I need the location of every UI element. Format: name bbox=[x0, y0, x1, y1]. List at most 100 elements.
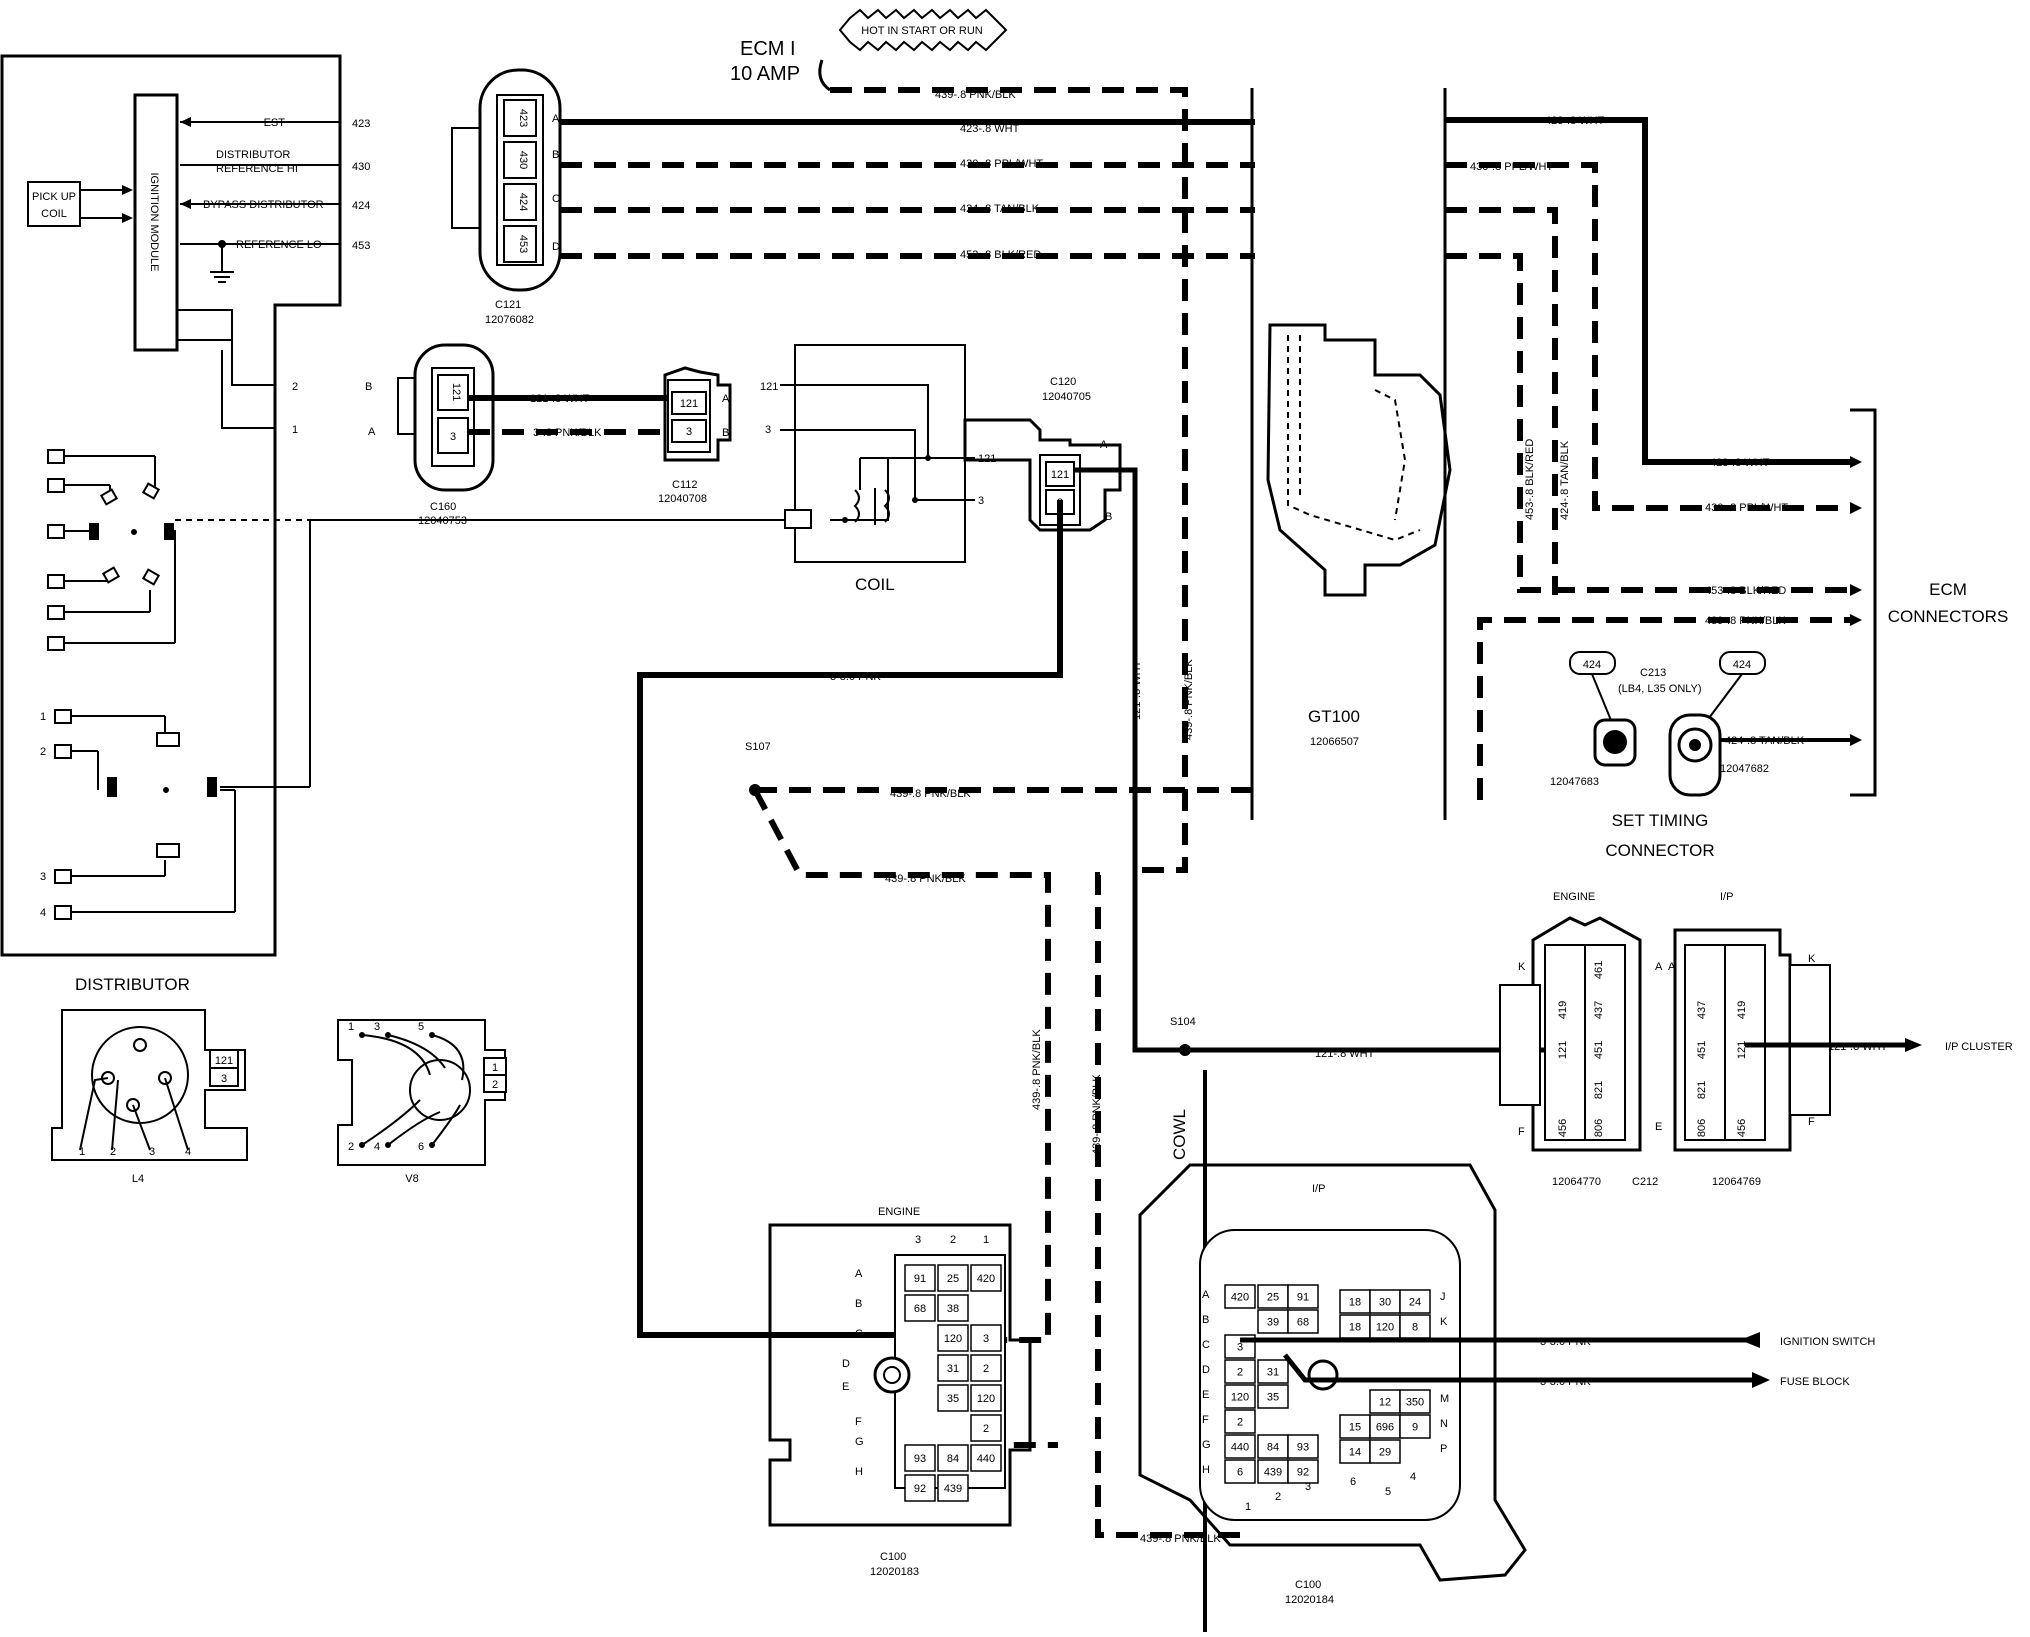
c100-engine-pin-label: 38 bbox=[947, 1303, 959, 1315]
svg-text:121: 121 bbox=[680, 398, 698, 410]
c100-engine-pin-label: 120 bbox=[944, 1333, 962, 1345]
svg-text:424-.8 TAN/BLK: 424-.8 TAN/BLK bbox=[1559, 440, 1571, 520]
c100-engine-pin-label: 2 bbox=[983, 1363, 989, 1375]
svg-text:456: 456 bbox=[1557, 1119, 1569, 1137]
c100-ip-right-pin-cell bbox=[1399, 1414, 1431, 1439]
svg-text:3: 3 bbox=[915, 1234, 921, 1246]
svg-text:430-.8 PPL/WHT: 430-.8 PPL/WHT bbox=[960, 158, 1043, 170]
connector-c112: 121 3 A B C112 12040708 bbox=[658, 366, 732, 505]
svg-text:3: 3 bbox=[450, 431, 456, 443]
svg-text:B: B bbox=[722, 427, 729, 439]
c100-ip-left-pin-label: 2 bbox=[1237, 1417, 1243, 1429]
svg-text:439-.8 PNK/BLK: 439-.8 PNK/BLK bbox=[1031, 1029, 1043, 1110]
c100-engine-pin-label: 25 bbox=[947, 1273, 959, 1285]
svg-text:C120: C120 bbox=[1050, 376, 1076, 388]
svg-text:121: 121 bbox=[215, 1055, 233, 1067]
svg-text:REFERENCE LO: REFERENCE LO bbox=[236, 239, 322, 251]
svg-text:BYPASS DISTRIBUTOR: BYPASS DISTRIBUTOR bbox=[203, 199, 324, 211]
c100-engine-pin-label: 93 bbox=[914, 1453, 926, 1465]
svg-text:424-.8 TAN/BLK: 424-.8 TAN/BLK bbox=[1725, 735, 1805, 747]
svg-text:4: 4 bbox=[374, 1141, 380, 1153]
svg-text:424: 424 bbox=[1733, 659, 1751, 671]
svg-text:I/P: I/P bbox=[1720, 891, 1733, 903]
c100-engine-pin-cell bbox=[970, 1384, 1002, 1412]
c100-ip-row-C: C bbox=[1202, 1339, 1210, 1351]
svg-text:C213: C213 bbox=[1640, 667, 1666, 679]
c100-ip-right-N: N bbox=[1440, 1418, 1448, 1430]
c100-ip-right-pin-label: 696 bbox=[1376, 1422, 1394, 1434]
svg-text:1: 1 bbox=[983, 1234, 989, 1246]
svg-text:B: B bbox=[365, 381, 372, 393]
svg-text:451: 451 bbox=[1593, 1041, 1605, 1059]
svg-text:430-.8 PPL/WHT: 430-.8 PPL/WHT bbox=[1705, 502, 1788, 514]
svg-text:3-3.0 PNK: 3-3.0 PNK bbox=[1540, 1336, 1591, 1348]
coil-label: COIL bbox=[855, 575, 895, 594]
svg-text:121: 121 bbox=[450, 383, 462, 401]
svg-text:A: A bbox=[1655, 961, 1663, 973]
c100-ip-right-pin-cell bbox=[1399, 1289, 1431, 1314]
pickup-coil bbox=[27, 181, 81, 227]
svg-text:419: 419 bbox=[1557, 1001, 1569, 1019]
svg-text:121: 121 bbox=[1557, 1041, 1569, 1059]
c100-ip-left-pin-cell bbox=[1287, 1459, 1319, 1484]
svg-text:821: 821 bbox=[1696, 1081, 1708, 1099]
svg-text:B: B bbox=[1105, 511, 1112, 523]
svg-text:453-.8 BLK/RED: 453-.8 BLK/RED bbox=[1524, 439, 1536, 520]
connector-c213: 424 424 C213 (LB4, L35 ONLY) 12047683 12… bbox=[1550, 651, 1769, 860]
svg-text:439-.8 PNK/BLK: 439-.8 PNK/BLK bbox=[1140, 1533, 1221, 1545]
c100-engine-pin-label: 68 bbox=[914, 1303, 926, 1315]
c100-engine-pin-label: 31 bbox=[947, 1363, 959, 1375]
svg-text:1: 1 bbox=[40, 711, 46, 723]
svg-text:121-.8 WHT: 121-.8 WHT bbox=[1315, 1048, 1375, 1060]
c100-ip-left-pin-cell bbox=[1287, 1434, 1319, 1459]
svg-text:423-.8 WHT: 423-.8 WHT bbox=[1710, 457, 1770, 469]
svg-text:I/P: I/P bbox=[1312, 1183, 1325, 1195]
c100-ip-row-F: F bbox=[1202, 1414, 1209, 1426]
svg-text:451: 451 bbox=[1696, 1041, 1708, 1059]
module-signal-est: EST 423 bbox=[180, 117, 370, 130]
svg-text:12040705: 12040705 bbox=[1042, 391, 1091, 403]
svg-text:2: 2 bbox=[492, 1079, 498, 1091]
svg-text:453: 453 bbox=[352, 240, 370, 252]
svg-text:DISTRIBUTOR: DISTRIBUTOR bbox=[216, 149, 290, 161]
c100-ip-left-pin-label: 31 bbox=[1267, 1367, 1279, 1379]
svg-text:1: 1 bbox=[492, 1062, 498, 1074]
svg-text:A: A bbox=[552, 113, 560, 125]
c100-ip-left-pin-label: 3 bbox=[1237, 1342, 1243, 1354]
c100-engine-row-B: B bbox=[855, 1298, 862, 1310]
distributor-title: DISTRIBUTOR bbox=[75, 975, 190, 994]
svg-text:E: E bbox=[1655, 1121, 1662, 1133]
svg-text:C160: C160 bbox=[430, 501, 456, 513]
svg-text:121-.8 WHT: 121-.8 WHT bbox=[1828, 1041, 1888, 1053]
wire-3-ignition-switch: 3-3.0 PNK IGNITION SWITCH bbox=[1240, 1332, 1875, 1348]
svg-text:12047682: 12047682 bbox=[1720, 763, 1769, 775]
c100-ip-left-pin-cell bbox=[1224, 1284, 1256, 1309]
c100-ip-right-pin-cell bbox=[1369, 1439, 1401, 1464]
svg-text:3: 3 bbox=[149, 1146, 155, 1158]
c100-ip-bottom-6: 6 bbox=[1350, 1476, 1356, 1488]
svg-text:424: 424 bbox=[517, 193, 529, 211]
svg-text:430: 430 bbox=[352, 161, 370, 173]
c100-engine-pin-cell bbox=[937, 1444, 969, 1472]
svg-text:I/P CLUSTER: I/P CLUSTER bbox=[1945, 1041, 2013, 1053]
svg-text:3-3.0 PNK: 3-3.0 PNK bbox=[1540, 1376, 1591, 1388]
c100-engine-pin-cell bbox=[937, 1384, 969, 1412]
c100-ip-row-G: G bbox=[1202, 1439, 1211, 1451]
svg-text:439-.8 PNK/BLK: 439-.8 PNK/BLK bbox=[1705, 615, 1786, 627]
svg-text:REFERENCE HI: REFERENCE HI bbox=[216, 163, 298, 175]
c100-engine-pin-label: 120 bbox=[977, 1393, 995, 1405]
c100-engine-row-D: D bbox=[842, 1358, 850, 1370]
c100-ip-right-M: M bbox=[1440, 1393, 1449, 1405]
c100-ip-row-H: H bbox=[1202, 1464, 1210, 1476]
svg-text:12064769: 12064769 bbox=[1712, 1176, 1761, 1188]
c100-engine-pin-cell bbox=[970, 1414, 1002, 1442]
c100-engine-pin-cell bbox=[937, 1324, 969, 1352]
c100-ip-bottom-1: 1 bbox=[1245, 1501, 1251, 1513]
connector-c212-ip: I/P 437 451 821 806 419 121 456 K A F 12… bbox=[1668, 891, 1831, 1188]
c100-ip-left-pin-label: 6 bbox=[1237, 1467, 1243, 1479]
ignition-module-title: IGNITION MODULE bbox=[148, 172, 160, 271]
c100-ip-bottom-4: 4 bbox=[1410, 1471, 1416, 1483]
svg-text:ECM: ECM bbox=[1929, 580, 1967, 599]
c100-ip-row-A: A bbox=[1202, 1289, 1210, 1301]
